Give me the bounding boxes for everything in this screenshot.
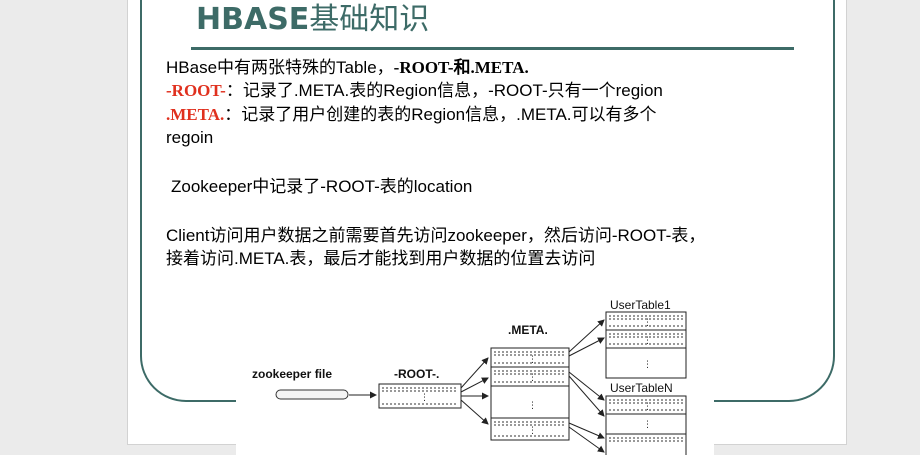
usertable1-dots: ⋮	[643, 360, 652, 370]
title-underline	[191, 47, 794, 50]
arrow-meta-usertable	[568, 426, 605, 453]
usertablen-dots: ⋮	[643, 420, 652, 430]
arrow-root-meta	[460, 377, 489, 393]
zookeeper-file-shape	[275, 389, 349, 400]
line-zookeeper: Zookeeper中记录了-ROOT-表的location	[171, 177, 473, 196]
arrow-meta-usertable	[568, 375, 605, 417]
meta-dots: ⋮	[528, 426, 537, 436]
arrow-meta-usertable	[568, 319, 605, 353]
usertable1-label: UserTable1	[610, 298, 671, 312]
meta-dots: ⋮	[528, 401, 537, 411]
root-dots: ⋮	[420, 393, 429, 403]
meta-dots: ⋮	[528, 355, 537, 365]
meta-dots: ⋮	[528, 373, 537, 383]
title-cjk: 基础知识	[309, 2, 430, 37]
arrow-meta-usertable	[568, 337, 605, 357]
usertablen-box	[605, 395, 687, 455]
line-client-2: 接着访问.META.表，最后才能找到用户数据的位置去访问	[166, 249, 596, 268]
line-meta-desc: .META.：记录了用户创建的表的Region信息，.META.可以有多个	[166, 104, 657, 126]
arrow-meta-usertable	[568, 371, 605, 401]
arrow-root-meta	[460, 399, 489, 425]
slide-title: HBASE基础知识	[196, 2, 429, 42]
line-special-tables: HBase中有两张特殊的Table，-ROOT-和.META.	[166, 57, 529, 79]
meta-desc: ：记录了用户创建的表的Region信息，.META.可以有多个	[224, 105, 657, 124]
root-desc: ：记录了.META.表的Region信息，-ROOT-只有一个region	[225, 81, 663, 100]
usertablen-dots: ⋮	[643, 402, 652, 412]
usertable1-dots: ⋮	[643, 336, 652, 346]
line-regoin: regoin	[166, 128, 214, 147]
usertablen-label: UserTableN	[610, 381, 673, 395]
line-root-desc: -ROOT-：记录了.META.表的Region信息，-ROOT-只有一个reg…	[166, 80, 663, 102]
diagram-svg: zookeeper file -ROOT-. ⋮ .META. ⋮ ⋮ ⋮ ⋮	[252, 298, 687, 455]
line-client-1: Client访问用户数据之前需要首先访问zookeeper，然后访问-ROOT-…	[166, 226, 706, 245]
line1-text: HBase中有两张特殊的Table，	[166, 58, 394, 77]
zookeeper-file-label: zookeeper file	[252, 367, 332, 381]
meta-label: .META.	[166, 105, 225, 124]
arrow-root-meta	[460, 357, 489, 389]
arrow-meta-usertable	[568, 422, 605, 439]
hbase-lookup-diagram: zookeeper file -ROOT-. ⋮ .META. ⋮ ⋮ ⋮ ⋮	[236, 296, 714, 455]
root-table-label: -ROOT-.	[394, 367, 439, 381]
usertable1-box	[605, 311, 687, 379]
title-latin: HBASE	[196, 2, 310, 37]
line1-tables: -ROOT-和.META.	[393, 58, 529, 77]
meta-table-label: .META.	[508, 323, 548, 337]
usertable1-dots: ⋮	[643, 318, 652, 328]
root-label: -ROOT-	[166, 81, 226, 100]
